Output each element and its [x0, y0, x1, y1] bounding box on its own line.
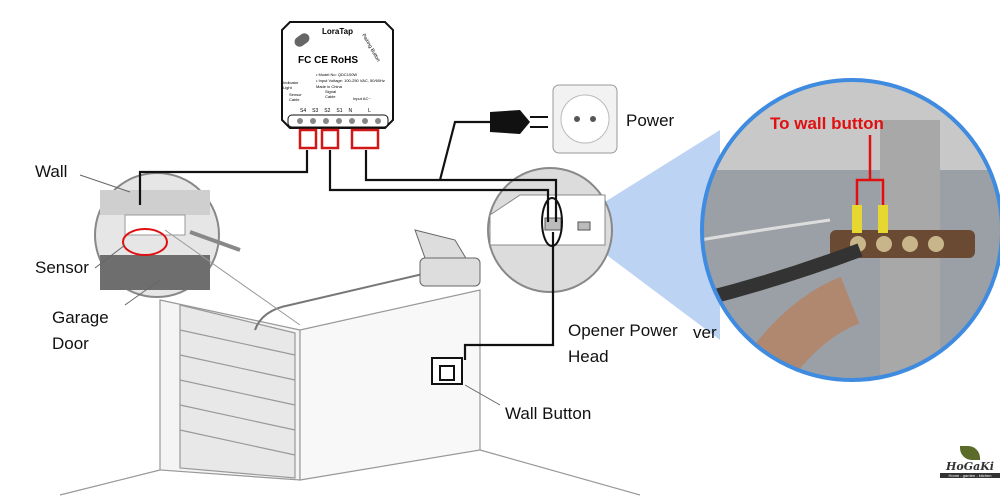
power-plug [490, 110, 548, 134]
device-brand: LoraTap [322, 27, 353, 36]
sensor-pointer [164, 229, 301, 326]
hogaki-logo: HoGaKi Home - garden - kitchen [940, 446, 1000, 478]
sensor-cable-label: Sensor Cable [289, 92, 302, 102]
terminal-s3: S3 [312, 108, 319, 114]
opener-zoom-circle [487, 167, 613, 293]
terminal-s2: S2 [324, 108, 331, 114]
indicator-light-label: Indicator Light [283, 80, 299, 90]
sensor-zoom-circle [94, 172, 241, 298]
logo-tagline: Home - garden - kitchen [940, 473, 1000, 478]
cert-marks: FC CE RoHS [298, 55, 358, 66]
magnify-beam [600, 130, 720, 340]
opener-head [414, 229, 481, 287]
wall-socket [552, 84, 618, 154]
terminal-l: L [368, 108, 371, 114]
sensor-label: Sensor [35, 258, 89, 277]
wall-label: Wall [35, 162, 68, 181]
model-number: • Model No: QDC100W [316, 72, 358, 77]
power-label: Power [626, 111, 675, 130]
logo-name: HoGaKi [946, 460, 994, 473]
partial-label: ver [693, 323, 717, 342]
terminal-s4: S4 [300, 108, 307, 114]
terminal-labels: S4 S3 S2 S1 N L [300, 108, 371, 114]
input-voltage: • Input Voltage: 100-250 VAC, 50/60Hz [316, 78, 385, 83]
signal-cable-label: Signal Cable [325, 89, 337, 99]
leaf-house-icon [960, 446, 980, 460]
terminal-s1: S1 [336, 108, 343, 114]
to-wall-button-label: To wall button [770, 114, 884, 133]
terminal-n: N [348, 108, 353, 114]
wall-button-label: Wall Button [505, 404, 592, 423]
loratap-module [281, 21, 394, 150]
made-in: Made in China [316, 84, 342, 89]
wall-button-device [431, 357, 463, 385]
garage [59, 269, 641, 496]
device-specs: • Model No: QDC100W • Input Voltage: 100… [316, 72, 391, 90]
wires [138, 120, 563, 360]
input-ac-label: Input AC~ [353, 96, 371, 101]
